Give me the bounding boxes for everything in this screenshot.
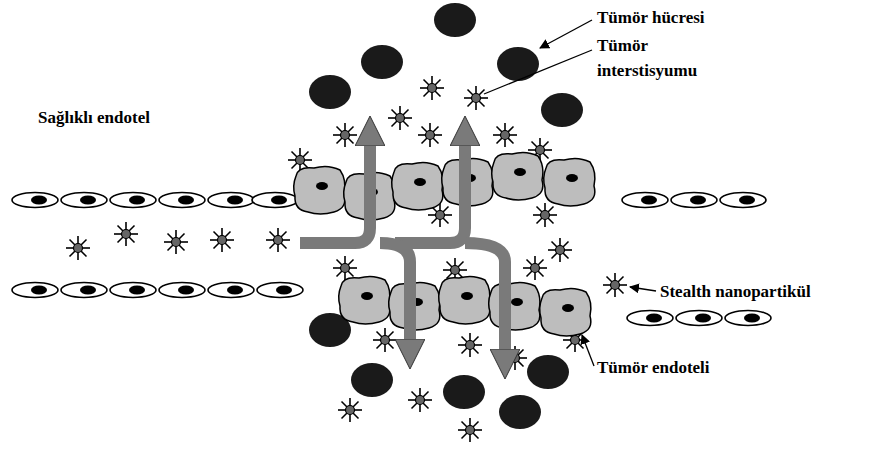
endothelial-cell xyxy=(110,283,156,298)
leader-line xyxy=(484,50,592,94)
nanoparticle xyxy=(458,333,482,357)
endothelial-cell xyxy=(627,311,673,326)
endothelial-cell xyxy=(725,311,771,326)
nanoparticle xyxy=(408,388,432,412)
endothelial-cell xyxy=(208,193,254,208)
nanoparticle xyxy=(533,203,557,227)
tumor-endothelial-cell xyxy=(294,166,345,214)
endothelial-cell xyxy=(208,283,254,298)
endothelial-cell xyxy=(12,283,58,298)
flow-arrows xyxy=(300,140,505,355)
leader-line xyxy=(630,287,656,291)
label: Sağlıklı endotel xyxy=(38,106,150,131)
endothelial-cell xyxy=(252,193,298,208)
nanoparticle xyxy=(164,230,188,254)
tumor-cell xyxy=(527,355,569,389)
nanoparticle xyxy=(333,123,357,147)
tumor-cell xyxy=(499,395,541,429)
tumor-cells xyxy=(309,3,583,429)
endothelial-cell xyxy=(61,283,107,298)
leader-line xyxy=(540,20,592,48)
endothelial-cell xyxy=(159,193,205,208)
tumor-cell xyxy=(497,47,539,81)
nanoparticle xyxy=(338,398,362,422)
tumor-cell xyxy=(434,3,476,37)
tumor-endothelial-cell xyxy=(540,288,591,336)
tumor-endothelial-cell xyxy=(439,276,490,324)
flow-arrow xyxy=(465,243,505,355)
label: Stealth nanopartikül xyxy=(660,280,811,305)
flow-arrow xyxy=(395,140,465,243)
nanoparticle xyxy=(548,238,572,262)
tumor-endothelial-cell xyxy=(392,162,443,210)
endothelial-cell xyxy=(159,283,205,298)
nanoparticle xyxy=(458,418,482,442)
nanoparticles xyxy=(66,76,627,442)
tumor-endothelial-cell xyxy=(492,152,543,200)
tumor-endothelial-cell xyxy=(544,158,595,206)
tumor-cell xyxy=(361,45,403,79)
leader-line xyxy=(582,335,594,366)
endothelial-cell xyxy=(720,193,766,208)
nanoparticle xyxy=(66,236,90,260)
label: Tümör hücresi xyxy=(597,6,705,31)
label: Tümör endoteli xyxy=(597,356,710,381)
endothelial-cell xyxy=(12,193,58,208)
nanoparticle xyxy=(388,106,412,130)
tumor-cell xyxy=(541,93,583,127)
nanoparticle xyxy=(523,256,547,280)
nanoparticle xyxy=(493,123,517,147)
flow-arrow xyxy=(380,243,410,345)
endothelial-cell xyxy=(676,311,722,326)
endothelial-cell xyxy=(622,193,668,208)
nanoparticle xyxy=(373,328,397,352)
nanoparticle xyxy=(210,228,234,252)
nanoparticle xyxy=(420,76,444,100)
tumor-cell xyxy=(443,375,485,409)
nanoparticle xyxy=(464,86,488,110)
endothelial-cell xyxy=(671,193,717,208)
tumor-endothelial-cell xyxy=(489,282,540,330)
tumor-cell xyxy=(309,75,351,109)
endothelial-cell xyxy=(110,193,156,208)
tumor-endothelial-cell xyxy=(339,276,390,324)
endothelial-cell xyxy=(257,283,303,298)
endothelial-cell xyxy=(61,193,107,208)
nanoparticle xyxy=(266,228,290,252)
nanoparticle xyxy=(603,273,627,297)
tumor-cell xyxy=(351,363,393,397)
nanoparticle xyxy=(114,222,138,246)
label: Tümör interstisyumu xyxy=(597,34,715,83)
flow-arrow xyxy=(300,140,370,243)
nanoparticle xyxy=(333,256,357,280)
nanoparticle xyxy=(418,123,442,147)
